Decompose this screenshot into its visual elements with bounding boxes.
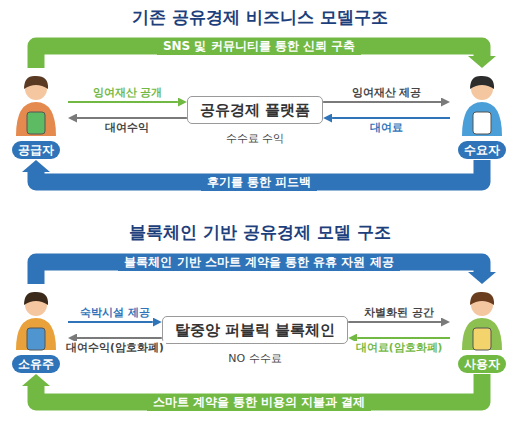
section-title: 블록체인 기반 공유경제 모델 구조 (129, 221, 391, 244)
person-hair (24, 292, 48, 305)
arrow-label: 숙박시설 제공 (78, 306, 152, 319)
platform-box: 공유경제 플랫폼 (187, 96, 323, 124)
consumer-figure: 수요자 (450, 68, 514, 160)
held-object (27, 328, 45, 350)
band-label: SNS 및 커뮤니티를 통한 신뢰 구축 (157, 38, 361, 55)
flow-arrow (68, 101, 178, 103)
arrow-label: 차별화된 공간 (362, 306, 436, 319)
supplier-figure: 공급자 (4, 68, 68, 160)
person-body (462, 318, 502, 350)
person-hair (470, 76, 494, 89)
fee-note: NO 수수료 (228, 351, 281, 366)
person-body (16, 102, 56, 136)
band-label: 후기를 통한 피드백 (201, 174, 317, 191)
flow-arrow (332, 117, 450, 119)
flow-arrow (323, 101, 441, 103)
band-label: 블록체인 기반 스마트 계약을 통한 유휴 자원 제공 (118, 254, 399, 271)
blockchain-box: 탈중앙 퍼블릭 블록체인 (162, 316, 348, 344)
role-badge: 사용자 (458, 355, 506, 373)
box-label: 공유경제 플랫폼 (200, 101, 310, 119)
arrow-label: 대여수익 (103, 121, 151, 134)
arrow-label: 대여수익(암호화폐) (64, 341, 166, 354)
person-body (16, 318, 56, 350)
flow-arrow (348, 321, 441, 323)
band-label: 스마트 계약을 통한 비용의 지불과 결제 (147, 394, 372, 411)
person-hair (470, 292, 494, 305)
arrow-label: 대여료 (368, 121, 405, 134)
flow-arrow (77, 117, 187, 119)
fee-note: 수수료 수익 (226, 131, 285, 146)
held-object (27, 112, 45, 134)
role-badge: 수요자 (458, 141, 506, 159)
user-figure: 사용자 (450, 284, 514, 374)
flow-arrow (68, 321, 153, 323)
arrow-label: 잉여재산 제공 (350, 86, 424, 99)
flow-arrow (77, 337, 162, 339)
held-object (473, 328, 491, 350)
person-body (462, 102, 502, 136)
role-badge: 소유주 (12, 355, 60, 373)
diagram-title: 기존 공유경제 비즈니스 모델구조 (0, 6, 520, 29)
role-badge: 공급자 (12, 141, 60, 159)
box-label: 탈중앙 퍼블릭 블록체인 (175, 321, 335, 339)
arrow-label: 잉여재산 공개 (91, 86, 165, 99)
flow-arrow (357, 337, 450, 339)
arrow-label: 대여료(암호화폐) (354, 341, 445, 354)
held-object (473, 112, 491, 134)
owner-figure: 소유주 (4, 284, 68, 374)
person-hair (24, 76, 48, 89)
